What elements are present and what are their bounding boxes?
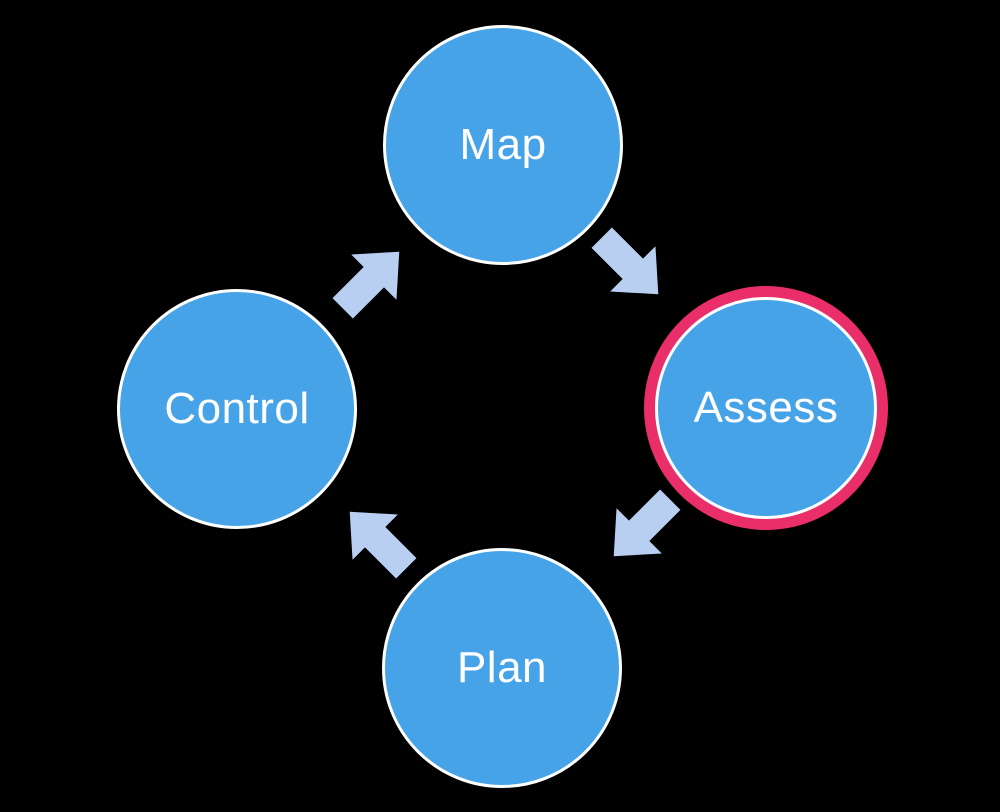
node-map[interactable]: Map bbox=[383, 25, 623, 265]
arrow-control-to-map-icon bbox=[332, 251, 400, 319]
node-assess[interactable]: Assess bbox=[655, 297, 877, 519]
node-plan-label: Plan bbox=[456, 643, 548, 692]
node-plan[interactable]: Plan bbox=[382, 548, 622, 788]
arrow-assess-to-plan-icon bbox=[613, 489, 681, 557]
node-control[interactable]: Control bbox=[117, 289, 357, 529]
node-assess-label: Assess bbox=[693, 383, 839, 432]
node-control-label: Control bbox=[164, 384, 310, 433]
node-map-label: Map bbox=[459, 120, 547, 169]
arrow-plan-to-control-icon bbox=[349, 511, 417, 579]
arrow-map-to-assess-icon bbox=[591, 227, 659, 295]
